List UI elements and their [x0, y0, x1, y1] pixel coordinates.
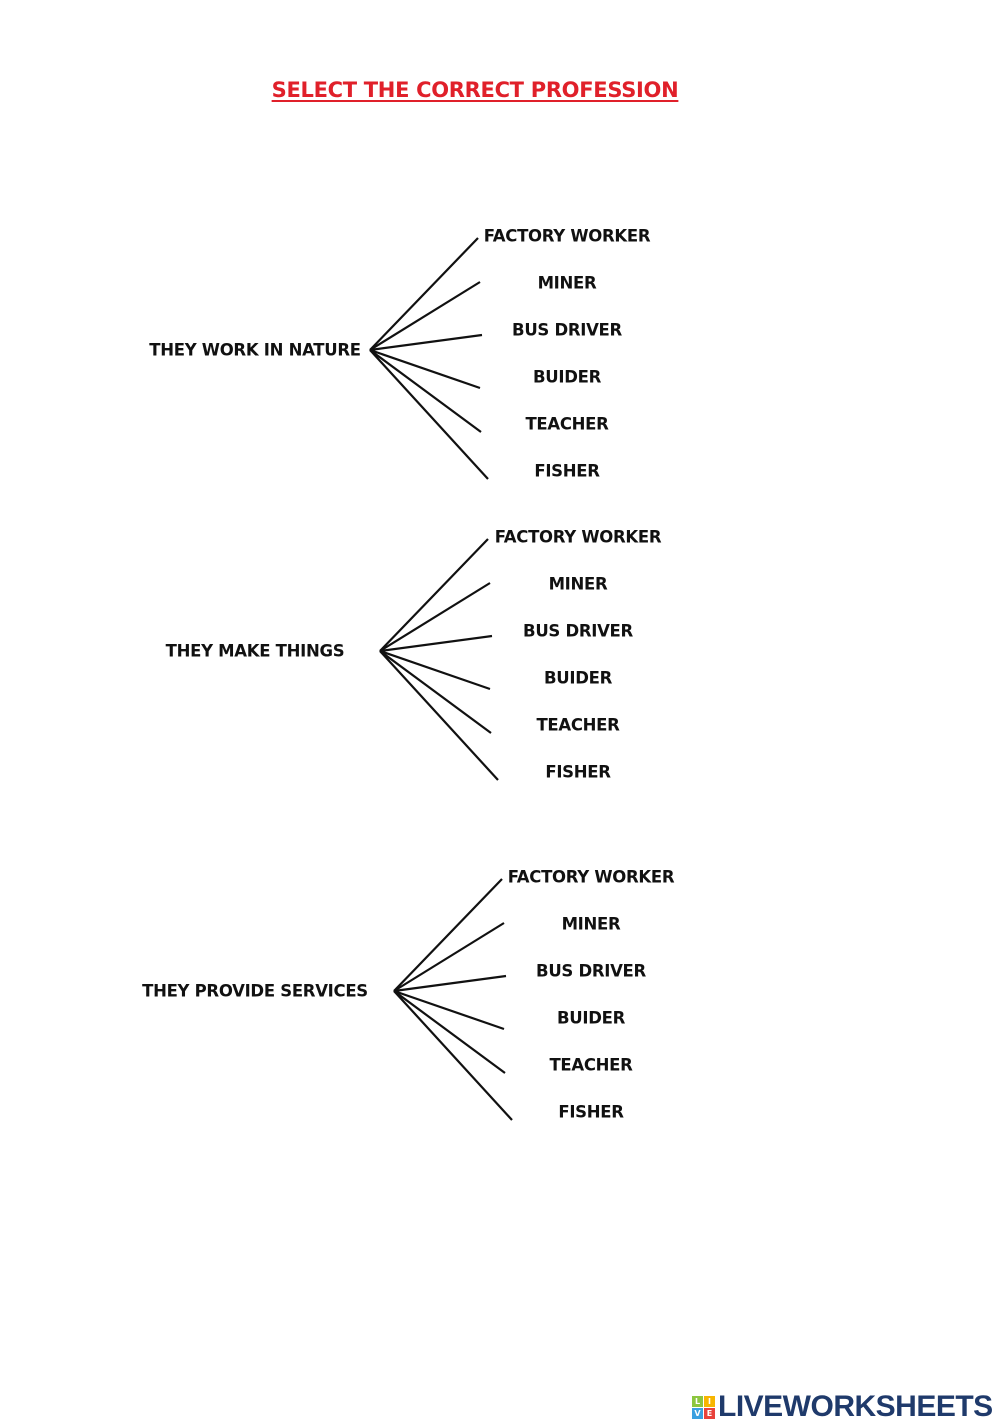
profession-option[interactable]: BUS DRIVER [512, 320, 622, 340]
connector-line [393, 989, 505, 1031]
connector-line [393, 878, 503, 992]
connector-line [379, 582, 491, 652]
profession-option[interactable]: FACTORY WORKER [483, 226, 651, 246]
connector-line [379, 649, 491, 691]
logo-tile: E [704, 1407, 715, 1419]
liveworksheets-logo: L I V E LIVEWORKSHEETS [692, 1390, 993, 1424]
connector-line [369, 281, 481, 351]
connector-line [369, 237, 479, 351]
profession-option[interactable]: MINER [561, 914, 621, 934]
profession-option[interactable]: MINER [537, 273, 597, 293]
profession-option[interactable]: BUIDER [533, 367, 601, 387]
profession-option[interactable]: BUIDER [544, 668, 612, 688]
profession-option[interactable]: FISHER [534, 461, 600, 481]
connector-line [379, 650, 492, 734]
category-label: THEY WORK IN NATURE [149, 340, 361, 360]
profession-option[interactable]: FISHER [545, 762, 611, 782]
connector-line [369, 333, 483, 352]
profession-option[interactable]: BUIDER [557, 1008, 625, 1028]
logo-tile: I [704, 1395, 715, 1407]
logo-text: LIVEWORKSHEETS [718, 1390, 993, 1423]
profession-option[interactable]: BUS DRIVER [536, 961, 646, 981]
connector-line [379, 634, 493, 653]
connector-line [369, 349, 482, 433]
connector-line [393, 922, 505, 992]
category-label: THEY PROVIDE SERVICES [142, 981, 368, 1001]
profession-option[interactable]: FACTORY WORKER [494, 527, 662, 547]
profession-option[interactable]: TEACHER [536, 715, 620, 735]
logo-tile: L [692, 1395, 703, 1407]
profession-option[interactable]: TEACHER [549, 1055, 633, 1075]
profession-option[interactable]: FACTORY WORKER [507, 867, 675, 887]
connector-line [393, 974, 507, 993]
logo-tiles-icon: L I V E [692, 1395, 715, 1419]
profession-option[interactable]: FISHER [558, 1102, 624, 1122]
profession-option[interactable]: TEACHER [525, 414, 609, 434]
category-label: THEY MAKE THINGS [165, 641, 345, 661]
logo-tile: V [692, 1407, 703, 1419]
worksheet-title: SELECT THE CORRECT PROFESSION [271, 78, 679, 102]
profession-option[interactable]: BUS DRIVER [523, 621, 633, 641]
profession-option[interactable]: MINER [548, 574, 608, 594]
connector-line [379, 538, 489, 652]
connector-line [393, 990, 506, 1074]
connector-line [369, 348, 481, 390]
